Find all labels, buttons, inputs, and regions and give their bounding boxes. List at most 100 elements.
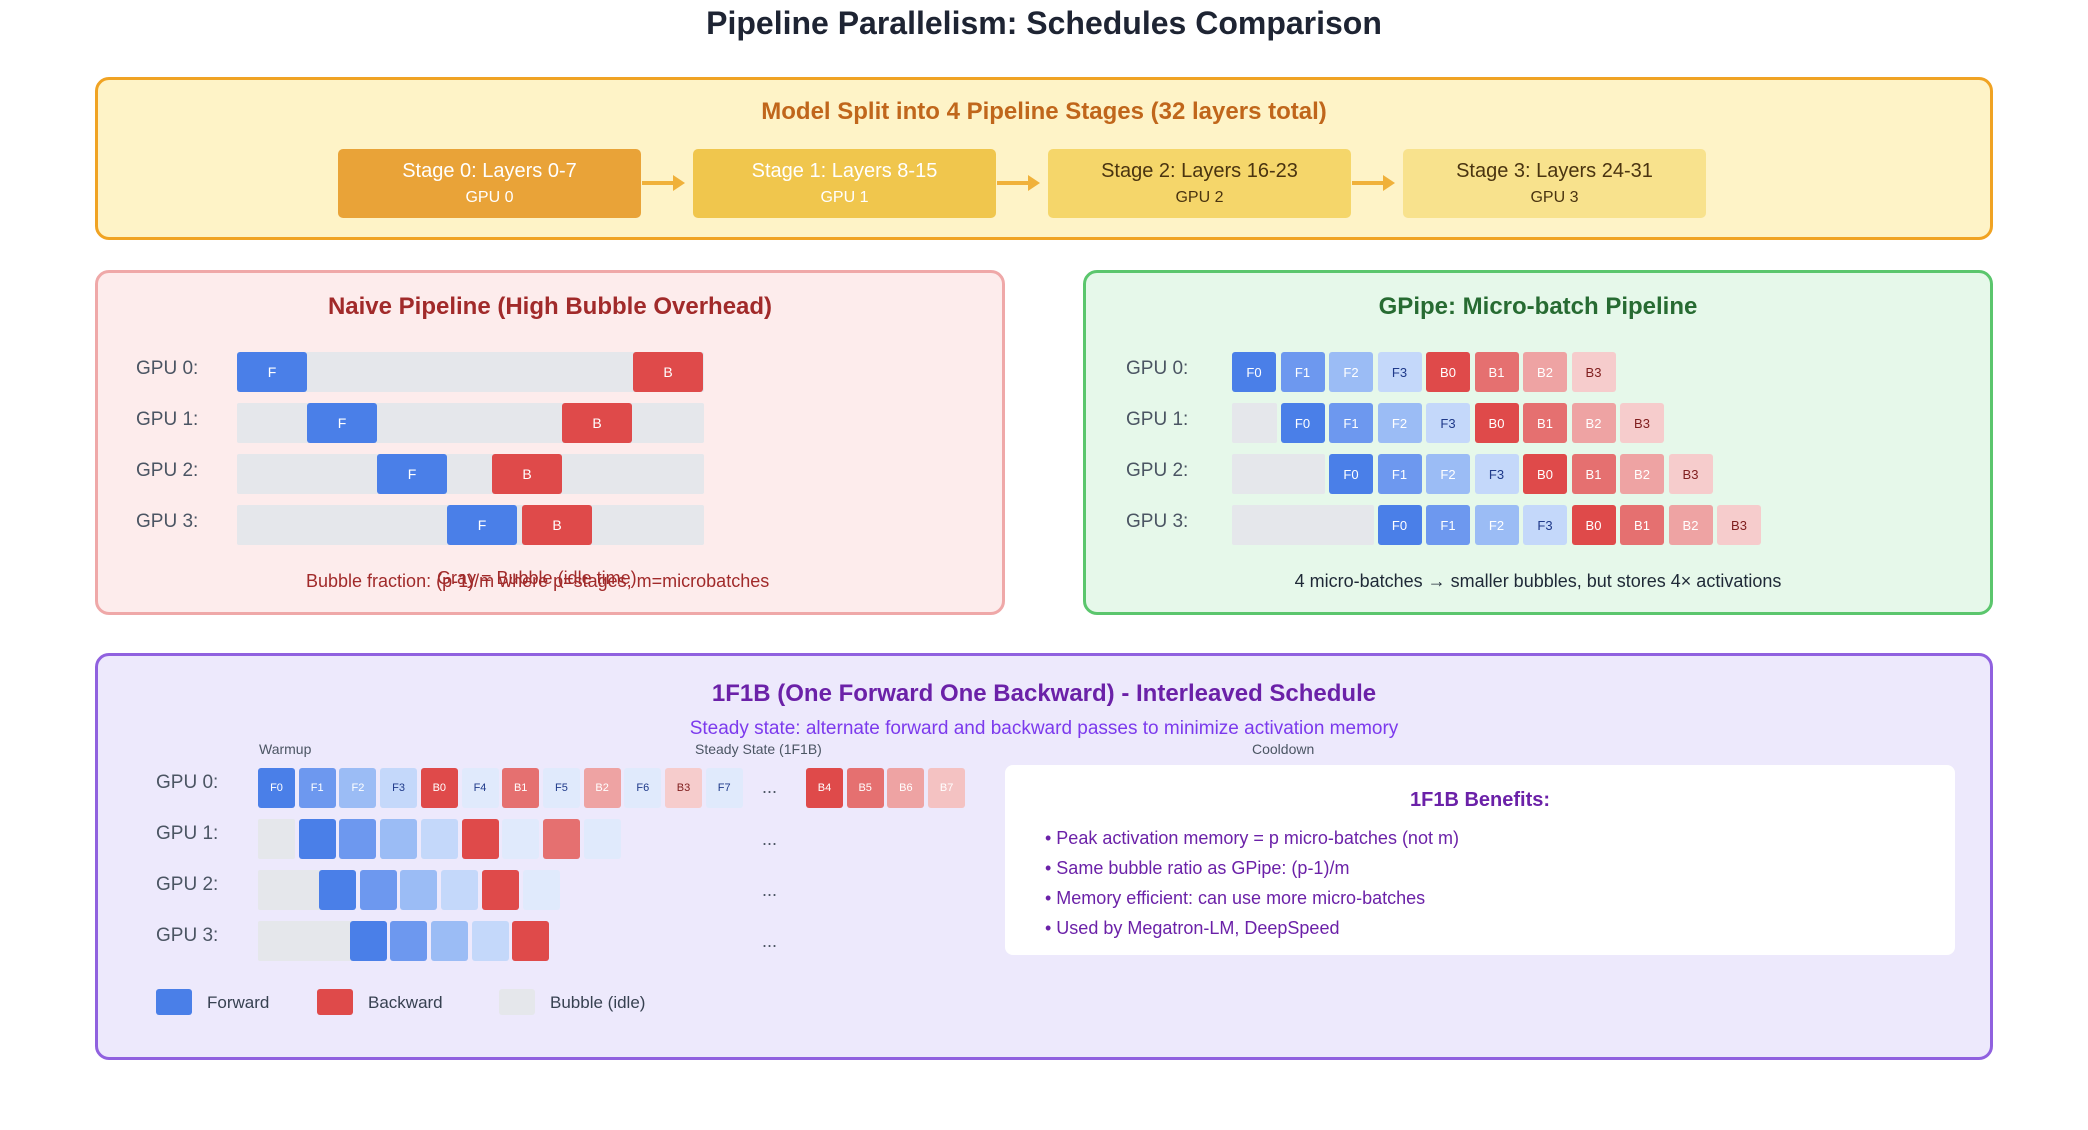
gpipe-row-label-0: GPU 0: bbox=[1126, 358, 1189, 379]
benefit-item: • Peak activation memory = p micro-batch… bbox=[1045, 828, 1459, 848]
backward-block: B1 bbox=[502, 768, 540, 808]
forward-block: F1 bbox=[1426, 505, 1470, 545]
backward-block: B3 bbox=[1571, 352, 1616, 392]
naive-row-label-1: GPU 1: bbox=[136, 409, 199, 430]
forward-block: F3 bbox=[1426, 403, 1470, 443]
onef1b-row-label-0: GPU 0: bbox=[156, 772, 219, 793]
forward-block: F2 bbox=[1474, 505, 1519, 545]
stage-arrow-3-shaft bbox=[1352, 181, 1385, 185]
forward-block: F bbox=[307, 403, 377, 443]
forward-block bbox=[430, 921, 468, 961]
bubble-block bbox=[1232, 505, 1374, 545]
gpipe-note: 4 micro-batches → smaller bubbles, but s… bbox=[1294, 571, 1782, 591]
forward-block bbox=[349, 921, 387, 961]
forward-block bbox=[502, 819, 540, 859]
naive-title: Naive Pipeline (High Bubble Overhead) bbox=[327, 293, 773, 320]
phase-steady-label: Steady State (1F1B) bbox=[695, 741, 822, 757]
bubble-block bbox=[258, 819, 295, 859]
forward-block bbox=[359, 870, 397, 910]
backward-block: B2 bbox=[1620, 454, 1664, 494]
gpipe-title: GPipe: Micro-batch Pipeline bbox=[1378, 293, 1698, 320]
stage-1-name: Stage 1: Layers 8-15 bbox=[751, 160, 938, 182]
backward-block: B3 bbox=[1620, 403, 1664, 443]
model-split-title: Model Split into 4 Pipeline Stages (32 l… bbox=[761, 98, 1327, 125]
backward-block: B5 bbox=[846, 768, 884, 808]
forward-block: F2 bbox=[1377, 403, 1422, 443]
stage-arrow-2-icon bbox=[1028, 175, 1040, 191]
backward-block: B0 bbox=[1426, 352, 1470, 392]
forward-block: F5 bbox=[542, 768, 580, 808]
benefits-title: 1F1B Benefits: bbox=[1409, 789, 1551, 811]
stage-1-gpu: GPU 1 bbox=[820, 189, 869, 206]
onef1b-subtitle: Steady state: alternate forward and back… bbox=[689, 718, 1399, 739]
forward-block: F2 bbox=[339, 768, 377, 808]
backward-block: B bbox=[633, 352, 703, 392]
onef1b-ellipsis-0: ... bbox=[762, 777, 778, 797]
forward-block bbox=[441, 870, 479, 910]
gpipe-row-label-1: GPU 1: bbox=[1126, 409, 1189, 430]
phase-cooldown-label: Cooldown bbox=[1252, 741, 1315, 757]
forward-block: F1 bbox=[1280, 352, 1325, 392]
stage-3-gpu: GPU 3 bbox=[1530, 189, 1579, 206]
naive-bubble-note: Bubble fraction: (p-1)/m where p=stages,… bbox=[306, 571, 770, 591]
backward-block: B3 bbox=[665, 768, 702, 808]
naive-overlay-note: Gray = Bubble (idle time) bbox=[437, 568, 637, 588]
backward-block bbox=[512, 921, 550, 961]
legend-backward-label: Backward bbox=[368, 993, 443, 1012]
backward-block bbox=[481, 870, 519, 910]
forward-block bbox=[298, 819, 336, 859]
legend-backward-swatch bbox=[317, 989, 353, 1015]
forward-block bbox=[420, 819, 458, 859]
onef1b-row-label-1: GPU 1: bbox=[156, 823, 219, 844]
stage-3-name: Stage 3: Layers 24-31 bbox=[1456, 160, 1653, 182]
forward-block: F0 bbox=[1377, 505, 1422, 545]
forward-block: F7 bbox=[705, 768, 743, 808]
stage-arrow-1-shaft bbox=[642, 181, 675, 185]
onef1b-row-label-2: GPU 2: bbox=[156, 874, 219, 895]
benefit-item: • Memory efficient: can use more micro-b… bbox=[1045, 888, 1426, 908]
forward-block: F0 bbox=[1280, 403, 1325, 443]
backward-block: B1 bbox=[1523, 403, 1567, 443]
gpipe-row-label-2: GPU 2: bbox=[1126, 460, 1189, 481]
backward-block: B0 bbox=[1474, 403, 1519, 443]
bubble-block bbox=[1232, 454, 1325, 494]
stage-0-name: Stage 0: Layers 0-7 bbox=[402, 160, 577, 182]
forward-block bbox=[380, 819, 418, 859]
onef1b-ellipsis-1: ... bbox=[762, 829, 778, 849]
benefits-card: 1F1B Benefits: • Peak activation memory … bbox=[1005, 765, 1955, 955]
forward-block: F1 bbox=[1329, 403, 1373, 443]
forward-block: F bbox=[237, 352, 307, 392]
naive-row-label-0: GPU 0: bbox=[136, 358, 199, 379]
backward-block bbox=[461, 819, 499, 859]
forward-block: F3 bbox=[1523, 505, 1567, 545]
onef1b-ellipsis-3: ... bbox=[762, 931, 778, 951]
backward-block: B2 bbox=[583, 768, 621, 808]
benefit-item: • Used by Megatron-LM, DeepSpeed bbox=[1045, 918, 1340, 938]
legend-bubble-label: Bubble (idle) bbox=[550, 993, 646, 1012]
stage-0-gpu: GPU 0 bbox=[465, 189, 514, 206]
legend-forward-swatch bbox=[156, 989, 192, 1015]
onef1b-title: 1F1B (One Forward One Backward) - Interl… bbox=[711, 680, 1377, 707]
backward-block: B7 bbox=[928, 768, 966, 808]
bubble-track bbox=[237, 454, 704, 494]
legend-forward-label: Forward bbox=[207, 993, 270, 1012]
forward-block: F3 bbox=[1474, 454, 1519, 494]
stage-3-box: Stage 3: Layers 24-31 GPU 3 bbox=[1403, 149, 1706, 218]
bubble-block bbox=[1232, 403, 1277, 443]
legend-bubble-swatch bbox=[499, 989, 535, 1015]
forward-block: F1 bbox=[298, 768, 336, 808]
forward-block bbox=[400, 870, 438, 910]
forward-block: F2 bbox=[1426, 454, 1470, 494]
page-title: Pipeline Parallelism: Schedules Comparis… bbox=[706, 5, 1382, 41]
backward-block bbox=[542, 819, 580, 859]
forward-block bbox=[522, 870, 560, 910]
phase-warmup-label: Warmup bbox=[259, 741, 312, 757]
forward-block: F bbox=[377, 454, 447, 494]
stage-arrow-3-icon bbox=[1383, 175, 1395, 191]
forward-block bbox=[390, 921, 428, 961]
forward-block bbox=[471, 921, 509, 961]
backward-block: B6 bbox=[887, 768, 925, 808]
bubble-block bbox=[258, 870, 331, 910]
backward-block: B1 bbox=[1571, 454, 1616, 494]
backward-block: B bbox=[492, 454, 562, 494]
